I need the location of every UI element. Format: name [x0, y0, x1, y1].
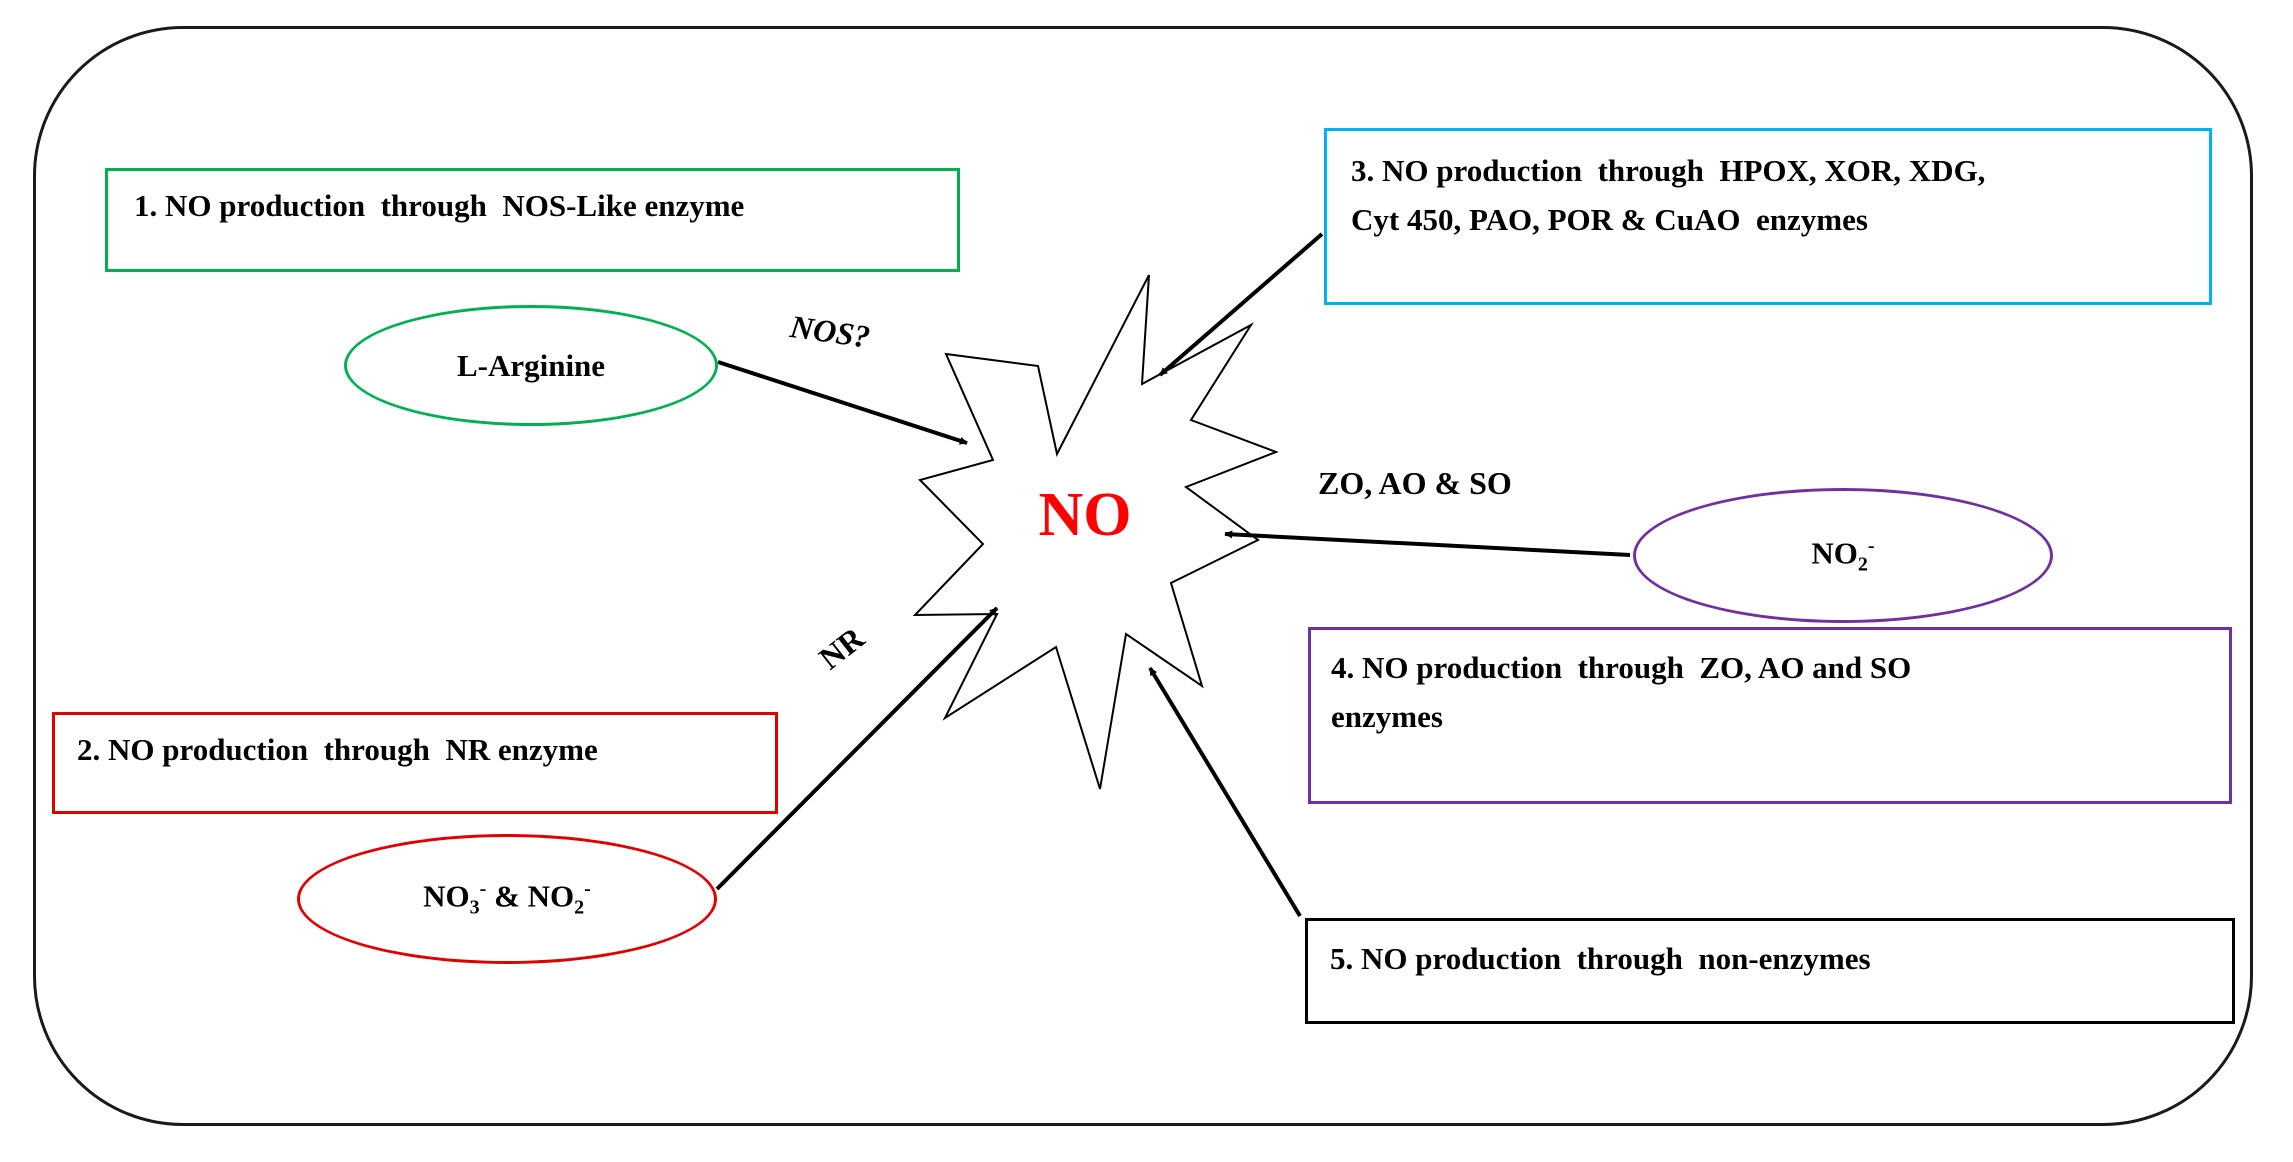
node-no3-and-no2: NO3- & NO2-: [297, 834, 717, 964]
edge-label-zo-ao-so: ZO, AO & SO: [1318, 465, 1512, 501]
no-starburst: [912, 274, 1279, 790]
arrow-no3-no2-to-no: [715, 606, 999, 891]
arrow-no2-to-no: [1224, 530, 1631, 557]
arrow-box3-to-no: [1158, 232, 1324, 377]
node-no2: NO2-: [1633, 488, 2053, 623]
box-nos-like-enzyme: 1. NO production through NOS-Like enzyme: [105, 168, 960, 272]
box-zo-ao-so-enzymes: 4. NO production through ZO, AO and SO e…: [1308, 627, 2232, 804]
node-l-arginine-label: L-Arginine: [456, 347, 606, 383]
box-nr-enzyme: 2. NO production through NR enzyme: [52, 712, 778, 814]
arrow-box5-to-no: [1148, 666, 1302, 918]
box-hpox-xor-enzymes: 3. NO production through HPOX, XOR, XDG,…: [1324, 128, 2212, 305]
node-no3-and-no2-label: NO3- & NO2-: [423, 878, 591, 919]
node-no2-label: NO2-: [1811, 534, 1875, 576]
arrow-l-arginine-to-no: [717, 360, 968, 445]
center-no-label: NO: [1038, 481, 1132, 549]
node-l-arginine: L-Arginine: [344, 305, 718, 426]
box-non-enzymes: 5. NO production through non-enzymes: [1305, 918, 2235, 1024]
